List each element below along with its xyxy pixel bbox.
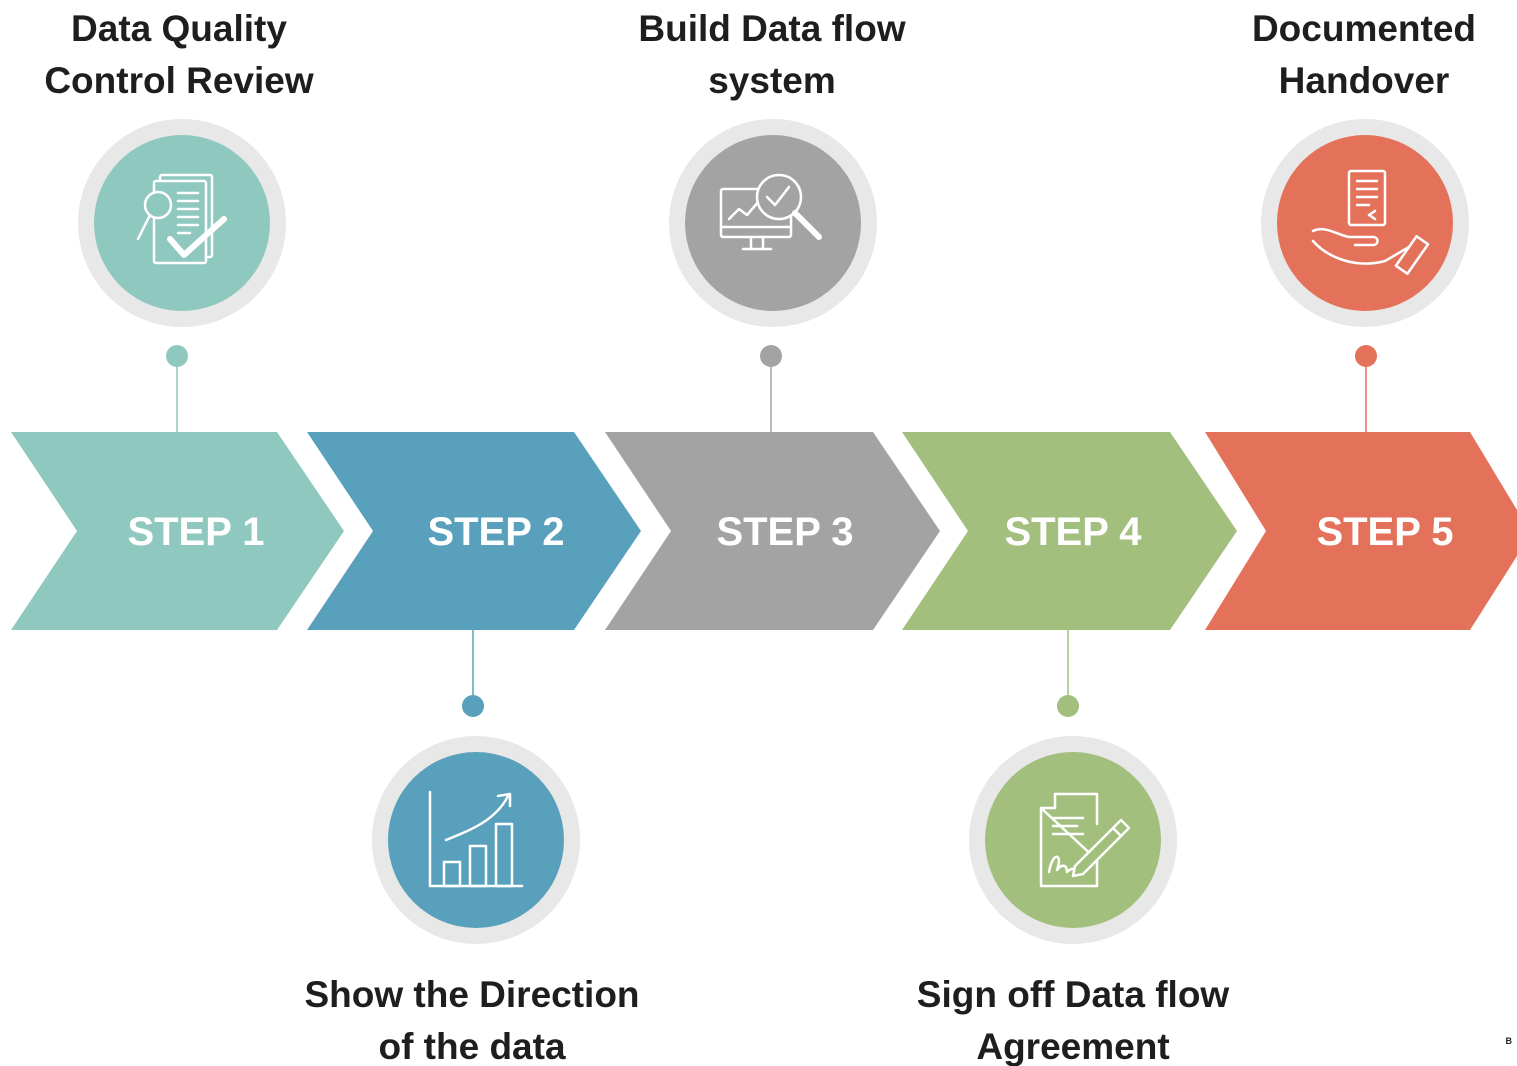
title-step-4-line-2: Agreement [976, 1026, 1169, 1066]
dot-step-2 [462, 695, 484, 717]
connector-dots [166, 345, 1377, 717]
step-labels: STEP 1 STEP 2 STEP 3 STEP 4 STEP 5 [127, 510, 1453, 554]
chevron-step-5 [1205, 432, 1517, 630]
chevron-step-4 [902, 432, 1237, 630]
title-step-1-line-2: Control Review [44, 60, 314, 101]
hand-document-icon [1311, 169, 1430, 276]
title-step-1-line-1: Data Quality [71, 8, 287, 49]
badge-step-4 [985, 752, 1161, 928]
step-label-2: STEP 2 [427, 510, 564, 554]
dot-step-4 [1057, 695, 1079, 717]
title-step-2-line-1: Show the Direction [304, 974, 639, 1015]
title-step-2-line-2: of the data [378, 1026, 565, 1066]
title-step-4-line-1: Sign off Data flow [917, 974, 1230, 1015]
title-step-5-line-1: Documented [1252, 8, 1476, 49]
badge-step-3 [685, 135, 861, 311]
chevron-step-1 [11, 432, 344, 630]
bar-chart-growth-icon [428, 790, 524, 888]
badge-step-2 [388, 752, 564, 928]
chevron-step-2 [307, 432, 641, 630]
document-search-check-icon [136, 173, 227, 265]
dot-step-1 [166, 345, 188, 367]
dot-step-3 [760, 345, 782, 367]
chevron-step-3 [605, 432, 940, 630]
contract-signature-icon [1039, 792, 1131, 888]
title-step-3-line-2: system [708, 60, 836, 101]
monitor-analytics-icon [719, 173, 822, 251]
step-label-3: STEP 3 [716, 510, 853, 554]
badge-step-5 [1277, 135, 1453, 311]
chevrons [11, 432, 1517, 630]
step-label-5: STEP 5 [1316, 510, 1453, 554]
icon-circles [78, 119, 1469, 944]
dot-step-5 [1355, 345, 1377, 367]
step-label-1: STEP 1 [127, 510, 264, 554]
step-titles: Data Quality Control Review Build Data f… [44, 8, 1476, 1066]
brand-mark: B [1505, 1036, 1513, 1046]
title-step-5-line-2: Handover [1279, 60, 1450, 101]
connectors [176, 356, 1367, 706]
step-label-4: STEP 4 [1004, 510, 1142, 554]
title-step-3-line-1: Build Data flow [638, 8, 905, 49]
